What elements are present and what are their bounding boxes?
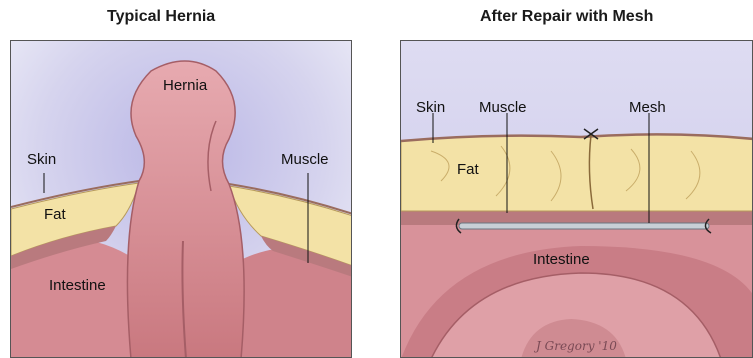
label-hernia: Hernia — [163, 77, 207, 94]
label-intestine: Intestine — [533, 251, 590, 268]
after-repair-illustration — [401, 41, 753, 358]
panel-title-typical-hernia: Typical Hernia — [107, 8, 215, 26]
hernia-sac — [127, 61, 244, 358]
label-intestine: Intestine — [49, 277, 106, 294]
label-muscle: Muscle — [281, 151, 329, 168]
after-repair-panel: Skin Muscle Mesh Fat Intestine J Gregory… — [400, 40, 753, 358]
label-muscle: Muscle — [479, 99, 527, 116]
label-fat: Fat — [44, 206, 66, 223]
label-skin: Skin — [27, 151, 56, 168]
label-fat: Fat — [457, 161, 479, 178]
panel-title-after-repair: After Repair with Mesh — [480, 8, 653, 26]
label-mesh: Mesh — [629, 99, 666, 116]
mesh-implant — [459, 223, 709, 229]
typical-hernia-panel: Hernia Skin Muscle Fat Intestine — [10, 40, 352, 358]
artist-signature: J Gregory '10 — [536, 339, 617, 353]
label-skin: Skin — [416, 99, 445, 116]
